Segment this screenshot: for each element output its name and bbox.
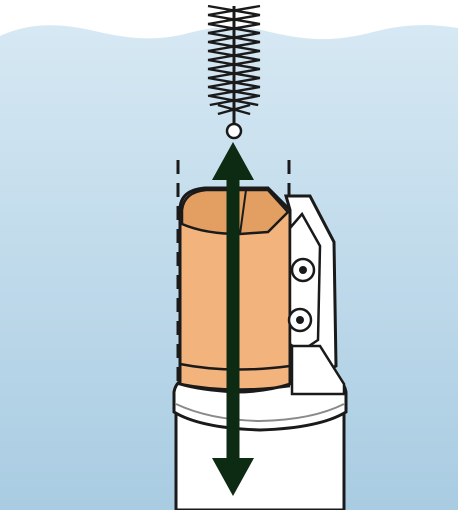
brush-tip-loop xyxy=(227,124,241,138)
cylindrical-holder xyxy=(174,188,346,510)
latch-pin-lower-center xyxy=(296,316,304,324)
latch-pin-upper-center xyxy=(299,266,307,274)
